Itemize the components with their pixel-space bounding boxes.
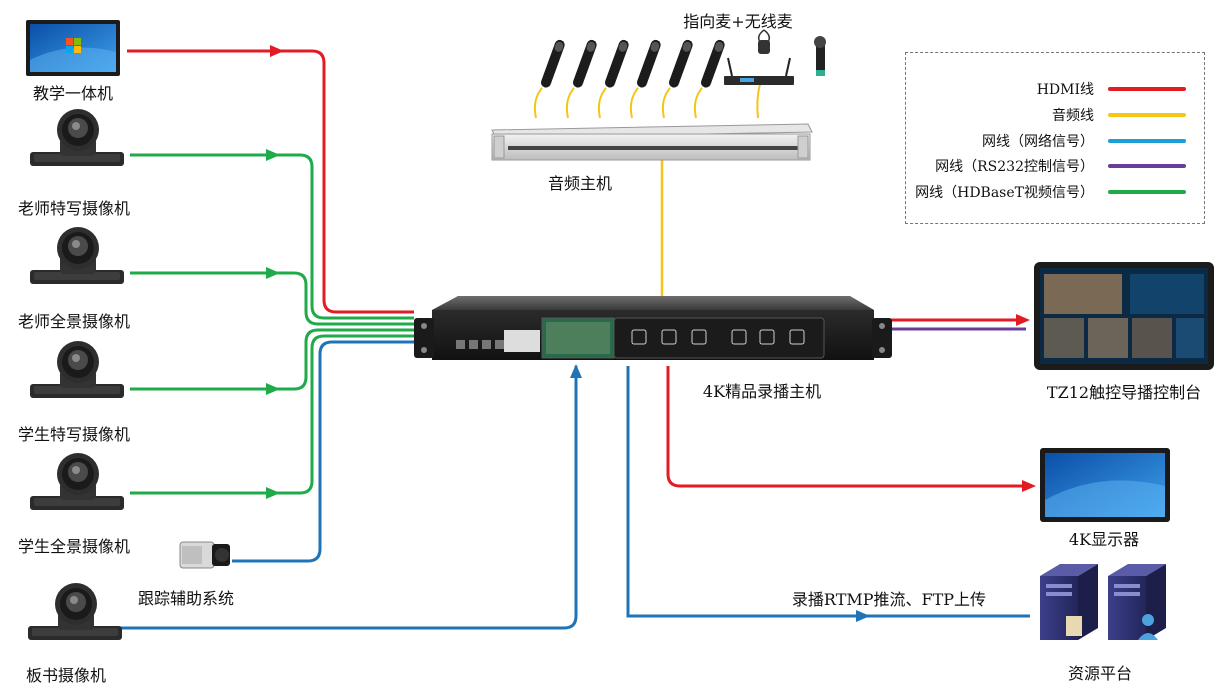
arrow-console: [1016, 314, 1030, 326]
arrow-display: [1022, 480, 1036, 492]
server-icon: [1108, 564, 1166, 640]
network-line-tracking: [232, 340, 414, 563]
rack-audio-host-icon: [491, 123, 813, 161]
hdbaset-line-teacher-closeup: [130, 153, 414, 320]
legend-label: 网线（网络信号）: [982, 134, 1094, 150]
arrow-blackboard-up: [570, 364, 582, 378]
label-touch-console: TZ12触控导播控制台: [1046, 383, 1202, 402]
arrowheads: [266, 45, 1036, 622]
arrow-student-panorama: [266, 487, 280, 499]
label-rtmp: 录播RTMP推流、FTP上传: [791, 590, 987, 609]
legend-item: HDMI线: [1037, 79, 1186, 99]
legend-item: 网线（RS232控制信号）: [935, 156, 1186, 176]
label-teacher-panorama-cam: 老师全景摄像机: [17, 312, 131, 331]
ptz-camera-icon: [30, 109, 124, 166]
label-student-closeup-cam: 学生特写摄像机: [17, 425, 131, 444]
network-line-blackboard: [118, 366, 578, 630]
audio-line-receiver: [756, 83, 761, 119]
wireless-mic-receiver-icon: [724, 29, 826, 85]
legend-label: 网线（RS232控制信号）: [935, 159, 1094, 175]
legend-swatch: [1108, 139, 1186, 143]
arrow-teacher-closeup: [266, 149, 280, 161]
legend-label: 音频线: [1052, 108, 1094, 124]
hdbaset-line-student-panorama: [130, 334, 414, 495]
audio-line-mic-3: [597, 87, 607, 119]
label-teaching-pc: 教学一体机: [32, 84, 114, 103]
rack-recorder-icon: [414, 296, 892, 360]
legend-label: HDMI线: [1036, 82, 1094, 98]
ptz-camera-icon: [28, 583, 122, 640]
hdmi-line-display: [666, 366, 1030, 488]
label-blackboard-cam: 板书摄像机: [25, 666, 107, 685]
legend-item: 网线（网络信号）: [982, 131, 1186, 151]
box-camera-icon: [179, 541, 230, 569]
monitor-icon: [1040, 448, 1170, 522]
label-student-panorama-cam: 学生全景摄像机: [17, 537, 131, 556]
audio-line-mic-2: [565, 87, 575, 119]
audio-line-mic-6: [693, 87, 703, 119]
monitor-icon: [26, 20, 120, 76]
legend-label: 网线（HDBaseT视频信号）: [915, 185, 1094, 201]
legend-item: 网线（HDBaseT视频信号）: [915, 182, 1186, 202]
ptz-camera-icon: [30, 453, 124, 510]
arrow-hdmi-teaching-pc: [270, 45, 284, 57]
ptz-camera-icon: [30, 227, 124, 284]
audio-line-mic-5: [661, 87, 671, 119]
label-teacher-closeup-cam: 老师特写摄像机: [17, 199, 131, 218]
server-icon: [1040, 564, 1098, 640]
legend-swatch: [1108, 190, 1186, 194]
label-tracking-system: 跟踪辅助系统: [137, 589, 235, 608]
arrow-teacher-panorama: [266, 267, 280, 279]
touch-console-icon: [1034, 262, 1214, 370]
audio-line-mic-4: [629, 87, 639, 119]
ptz-camera-icon: [30, 341, 124, 398]
legend-item: 音频线: [1052, 105, 1186, 125]
legend: HDMI线 音频线 网线（网络信号） 网线（RS232控制信号） 网线（HDBa…: [905, 52, 1205, 224]
legend-swatch: [1108, 164, 1186, 168]
connection-lines: [118, 49, 1030, 630]
label-resource-platform: 资源平台: [1067, 664, 1133, 683]
hdbaset-line-teacher-panorama: [130, 271, 414, 326]
arrow-student-closeup: [266, 383, 280, 395]
label-audio-host: 音频主机: [547, 174, 613, 193]
label-recorder: 4K精品录播主机: [702, 382, 822, 401]
label-display: 4K显示器: [1068, 530, 1140, 549]
arrow-rtmp: [856, 610, 870, 622]
legend-swatch: [1108, 113, 1186, 117]
hdmi-line-teaching-pc: [127, 49, 414, 314]
hdbaset-line-student-closeup: [130, 328, 414, 391]
gooseneck-mic-icon: [540, 39, 725, 88]
label-mics: 指向麦+无线麦: [683, 12, 793, 31]
audio-line-mic-1: [533, 87, 543, 119]
legend-swatch: [1108, 87, 1186, 91]
network-line-platform: [626, 366, 1030, 618]
